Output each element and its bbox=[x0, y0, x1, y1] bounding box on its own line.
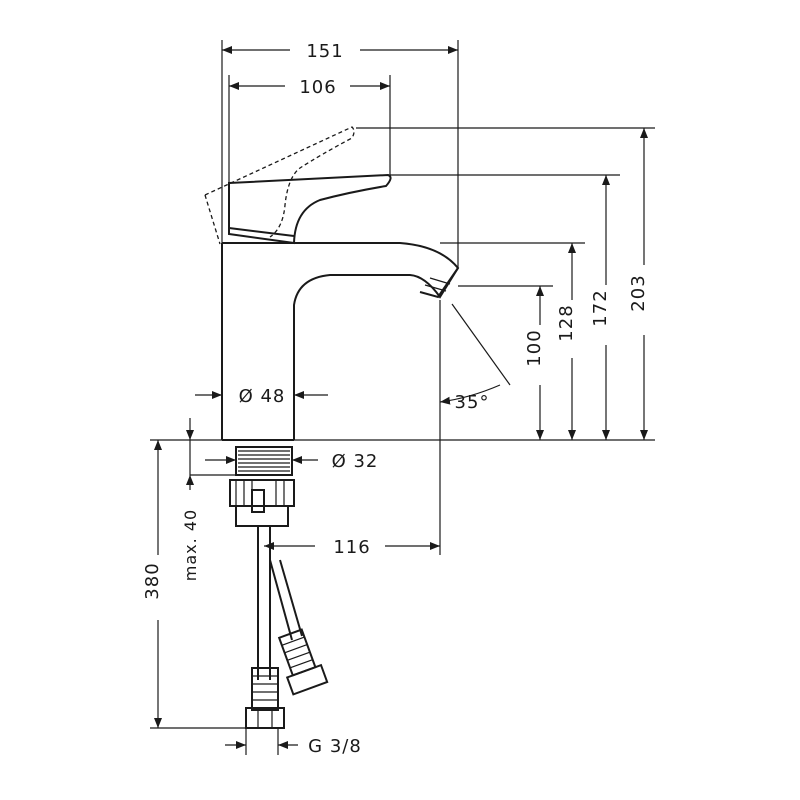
mounting-shank bbox=[229, 446, 295, 527]
label-100: 100 bbox=[524, 329, 545, 366]
supply-hoses bbox=[245, 526, 329, 729]
dimension-116: 116 bbox=[264, 537, 440, 558]
faucet-body bbox=[221, 242, 460, 441]
label-diameter-48: Ø 48 bbox=[239, 386, 286, 407]
label-380: 380 bbox=[142, 562, 163, 599]
extension-lines bbox=[150, 40, 655, 755]
label-106: 106 bbox=[299, 77, 336, 98]
dimension-g-3-8: G 3/8 bbox=[225, 736, 362, 757]
dimension-128: 128 bbox=[556, 243, 577, 440]
label-116: 116 bbox=[333, 537, 370, 558]
dimension-max-40: max. 40 bbox=[181, 418, 200, 581]
label-203: 203 bbox=[628, 274, 649, 311]
dimension-151: 151 bbox=[222, 41, 458, 62]
dimension-diameter-48: Ø 48 bbox=[195, 386, 328, 407]
label-172: 172 bbox=[590, 289, 611, 326]
label-diameter-32: Ø 32 bbox=[332, 451, 379, 472]
label-max-40: max. 40 bbox=[181, 509, 200, 581]
label-151: 151 bbox=[306, 41, 343, 62]
dimension-angle-35: 35° bbox=[439, 384, 501, 413]
dimension-106: 106 bbox=[229, 77, 390, 98]
faucet-handle bbox=[228, 173, 392, 245]
dimension-203: 203 bbox=[628, 128, 649, 440]
label-g-3-8: G 3/8 bbox=[308, 736, 362, 757]
handle-raised-position bbox=[204, 126, 355, 245]
dimension-380: 380 bbox=[142, 440, 163, 728]
dimension-diameter-32: Ø 32 bbox=[205, 451, 379, 472]
label-angle-35: 35° bbox=[455, 392, 490, 413]
dimension-172: 172 bbox=[590, 175, 611, 440]
label-128: 128 bbox=[556, 304, 577, 341]
dimension-100: 100 bbox=[524, 286, 545, 440]
